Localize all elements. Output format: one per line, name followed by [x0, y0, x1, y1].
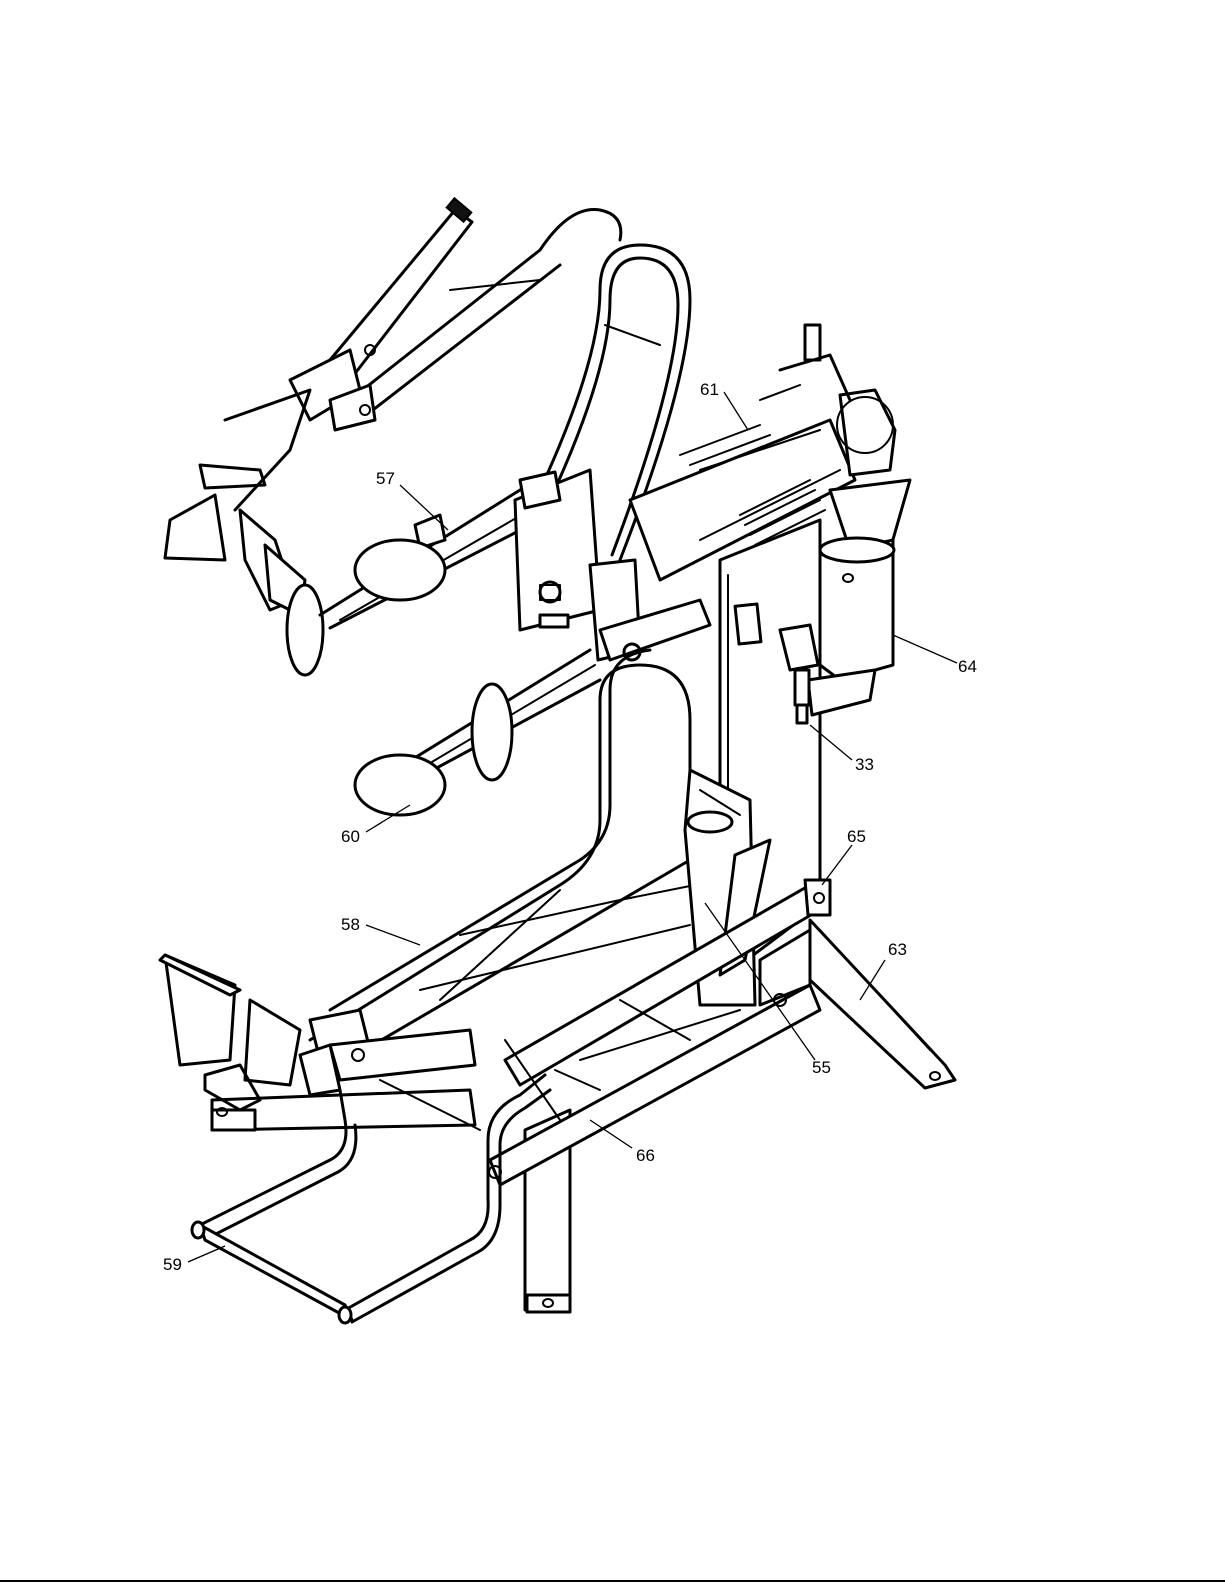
callout-57: 57: [376, 469, 395, 488]
callout-65: 65: [847, 827, 866, 846]
callout-66: 66: [636, 1146, 655, 1165]
leader-58: [366, 925, 420, 945]
press-linkage-57: [320, 490, 540, 628]
callout-60: 60: [341, 827, 360, 846]
upper-foot-pedals: [165, 390, 323, 675]
leader-61: [724, 392, 748, 430]
lower-pedal-structure: [160, 955, 475, 1110]
reservoir-canister-64: [808, 480, 910, 715]
callout-58: 58: [341, 915, 360, 934]
page-bottom-rule: [0, 1580, 1225, 1582]
callout-55: 55: [812, 1058, 831, 1077]
leader-59: [188, 1246, 225, 1262]
callout-33: 33: [855, 755, 874, 774]
leader-64: [893, 635, 957, 663]
callout-61: 61: [700, 380, 719, 399]
leader-65: [822, 845, 852, 885]
callout-64: 64: [958, 657, 977, 676]
lower-press-linkage-60: [355, 600, 710, 815]
callout-63: 63: [888, 940, 907, 959]
callout-59: 59: [163, 1255, 182, 1274]
upper-press-arm: [290, 198, 472, 430]
